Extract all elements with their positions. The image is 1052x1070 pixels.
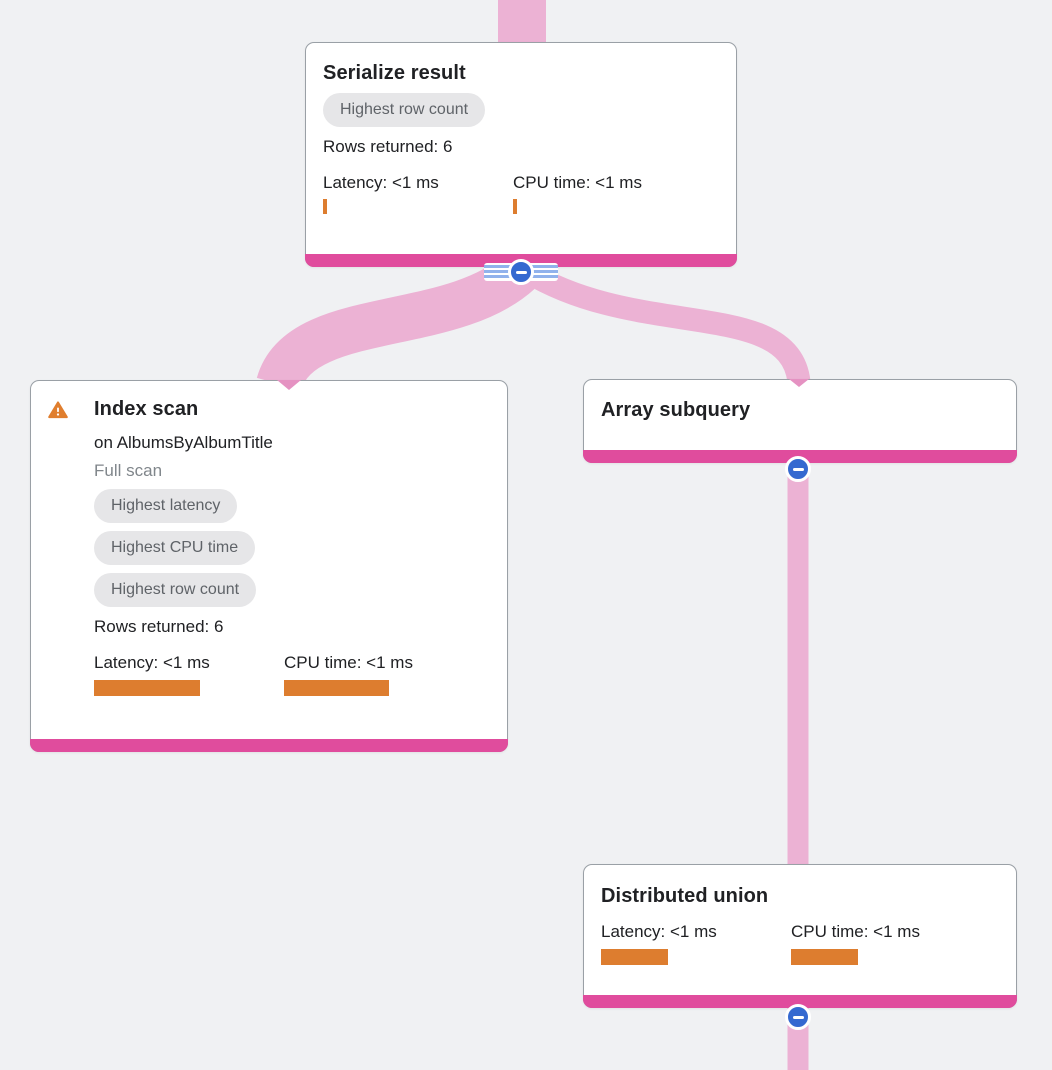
metrics-row: Latency: <1 ms CPU time: <1 ms — [94, 653, 490, 696]
card-accent-bar — [583, 995, 1017, 1008]
badge-highest-cpu-time: Highest CPU time — [94, 531, 256, 565]
edge-arrowhead-index-scan — [277, 380, 301, 390]
node-title: Serialize result — [323, 62, 466, 84]
cpu-time-label: CPU time: <1 ms — [284, 653, 413, 672]
latency-label: Latency: <1 ms — [94, 653, 210, 672]
cpu-time-label: CPU time: <1 ms — [791, 922, 920, 941]
rows-returned-text: Rows returned: 6 — [94, 617, 224, 636]
node-array-subquery[interactable]: Array subquery — [583, 379, 1017, 463]
metrics-row: Latency: <1 ms CPU time: <1 ms — [323, 173, 719, 214]
collapse-button-distributed-union[interactable] — [785, 1004, 811, 1030]
latency-bar — [94, 680, 200, 696]
cpu-time-bar — [284, 680, 389, 696]
node-title: Array subquery — [601, 399, 751, 421]
edge-serialize-to-array-subquery — [522, 262, 811, 385]
node-subtitle: on AlbumsByAlbumTitle — [94, 433, 273, 452]
latency-bar — [601, 949, 668, 965]
cpu-time-bar — [513, 199, 517, 214]
edge-arrowhead-array-subquery — [789, 379, 809, 387]
badge-highest-row-count: Highest row count — [94, 573, 257, 607]
full-scan-note: Full scan — [94, 461, 163, 480]
minus-icon — [792, 1015, 804, 1019]
warning-icon — [48, 401, 68, 419]
cpu-time-bar — [791, 949, 858, 965]
minus-icon — [515, 270, 527, 274]
rows-returned-text: Rows returned: 6 — [323, 137, 453, 156]
latency-bar — [323, 199, 327, 214]
badge-highest-latency: Highest latency — [94, 489, 238, 523]
collapse-button-serialize-result[interactable] — [508, 259, 534, 285]
minus-icon — [792, 467, 804, 471]
latency-label: Latency: <1 ms — [323, 173, 439, 192]
edge-serialize-to-index-scan — [256, 254, 535, 393]
collapse-button-array-subquery[interactable] — [785, 456, 811, 482]
node-title: Index scan — [94, 398, 199, 420]
badge-highest-row-count: Highest row count — [323, 93, 486, 127]
metrics-row: Latency: <1 ms CPU time: <1 ms — [601, 922, 999, 965]
cpu-time-label: CPU time: <1 ms — [513, 173, 642, 192]
node-serialize-result[interactable]: Serialize result Highest row count Rows … — [305, 42, 737, 267]
card-accent-bar — [30, 739, 508, 752]
node-index-scan[interactable]: Index scan on AlbumsByAlbumTitle Full sc… — [30, 380, 508, 752]
node-distributed-union[interactable]: Distributed union Latency: <1 ms CPU tim… — [583, 864, 1017, 1008]
node-title: Distributed union — [601, 885, 769, 907]
latency-label: Latency: <1 ms — [601, 922, 717, 941]
